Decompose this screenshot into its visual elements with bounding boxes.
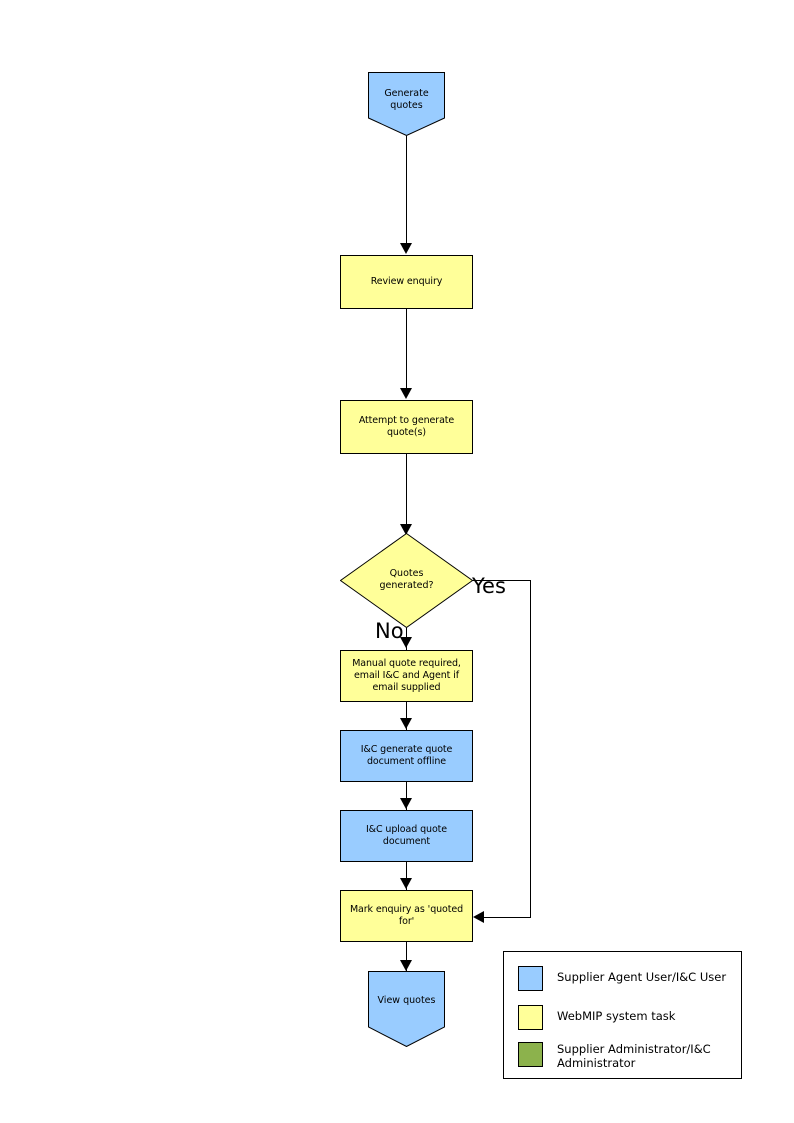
- legend-panel: Supplier Agent User/I&C User WebMIP syst…: [503, 951, 742, 1079]
- node-generate-quotes-label: Generate quotes: [384, 88, 429, 111]
- node-mark-enquiry-quoted-for[interactable]: Mark enquiry as 'quoted for': [340, 890, 473, 942]
- node-review-enquiry-label: Review enquiry: [370, 276, 443, 287]
- node-ic-generate-quote-document-label: I&C generate quote document offline: [360, 744, 453, 767]
- connector-yes-vertical: [530, 580, 531, 917]
- node-quotes-generated-decision[interactable]: Quotes generated?: [340, 533, 473, 628]
- legend-swatch-system-task: [518, 1005, 543, 1030]
- arrowhead-manual-to-icgenerate: [400, 718, 412, 729]
- arrowhead-yes-branch: [473, 911, 484, 923]
- legend-swatch-user-task: [518, 966, 543, 991]
- node-manual-quote-required[interactable]: Manual quote required, email I&C and Age…: [340, 650, 473, 702]
- node-mark-enquiry-quoted-for-label: Mark enquiry as 'quoted for': [349, 904, 464, 927]
- arrowhead-review-to-attempt: [400, 388, 412, 399]
- node-attempt-generate-quotes[interactable]: Attempt to generate quote(s): [340, 400, 473, 454]
- connector-icupload-to-mark: [406, 862, 407, 890]
- node-review-enquiry[interactable]: Review enquiry: [340, 255, 473, 309]
- node-attempt-generate-quotes-label: Attempt to generate quote(s): [358, 415, 455, 438]
- legend-label-supplier-agent-user: Supplier Agent User/I&C User: [557, 970, 727, 984]
- legend-item-webmip-system-task: WebMIP system task: [518, 1005, 675, 1030]
- edge-label-yes: Yes: [472, 574, 506, 598]
- edge-label-no: No: [375, 619, 404, 643]
- node-view-quotes[interactable]: View quotes: [368, 971, 445, 1047]
- arrowhead-icgenerate-to-icupload: [400, 798, 412, 809]
- legend-label-webmip-system-task: WebMIP system task: [557, 1009, 676, 1023]
- connector-yes-return: [484, 917, 531, 918]
- connector-icgenerate-to-icupload: [406, 782, 407, 810]
- connector-yes-horizontal: [472, 580, 531, 581]
- pentagon-shape: [368, 971, 445, 1047]
- legend-swatch-admin-task: [518, 1042, 543, 1067]
- diamond-shape: [340, 533, 473, 628]
- connector-attempt-to-decision: [406, 454, 407, 533]
- legend-item-supplier-administrator: Supplier Administrator/I&C Administrator: [518, 1042, 711, 1070]
- arrowhead-generate-to-review: [400, 243, 412, 254]
- arrowhead-icupload-to-mark: [400, 878, 412, 889]
- connector-review-to-attempt: [406, 309, 407, 390]
- node-quotes-generated-label: Quotes generated?: [379, 568, 434, 591]
- arrowhead-no-branch: [400, 637, 412, 648]
- node-manual-quote-required-label: Manual quote required, email I&C and Age…: [352, 658, 461, 693]
- connector-manual-to-icgenerate: [406, 702, 407, 730]
- connector-generate-to-review: [406, 136, 407, 246]
- node-view-quotes-label: View quotes: [377, 995, 436, 1006]
- arrowhead-attempt-to-decision: [400, 524, 412, 535]
- pentagon-shape: [368, 72, 445, 136]
- legend-item-supplier-agent-user: Supplier Agent User/I&C User: [518, 966, 726, 991]
- connector-mark-to-viewquotes: [406, 942, 407, 971]
- legend-label-supplier-administrator: Supplier Administrator/I&C Administrator: [557, 1042, 711, 1070]
- node-ic-upload-quote-document[interactable]: I&C upload quote document: [340, 810, 473, 862]
- node-generate-quotes[interactable]: Generate quotes: [368, 72, 445, 136]
- arrowhead-mark-to-viewquotes: [400, 960, 412, 971]
- node-ic-upload-quote-document-label: I&C upload quote document: [365, 824, 448, 847]
- node-ic-generate-quote-document[interactable]: I&C generate quote document offline: [340, 730, 473, 782]
